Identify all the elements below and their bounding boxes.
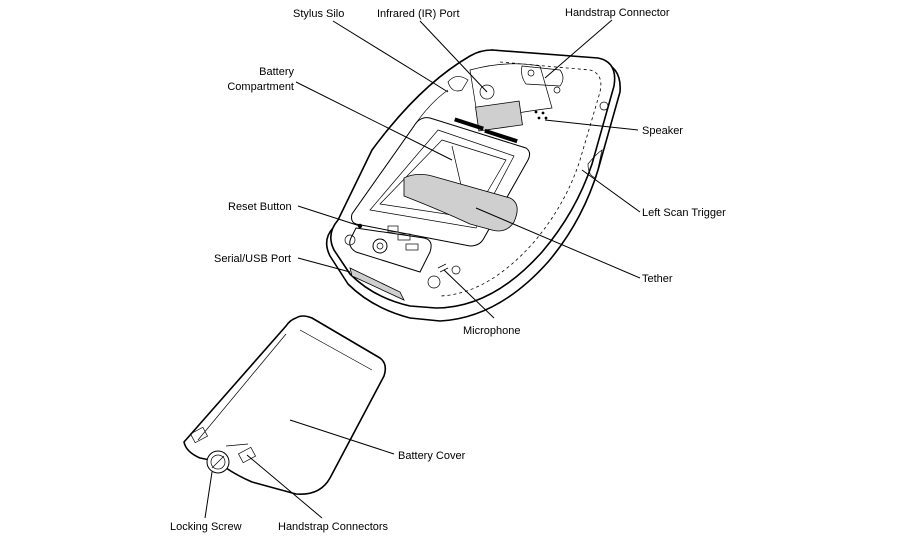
callout-labels: Stylus Silo Infrared (IR) Port Handstrap… bbox=[170, 7, 726, 533]
leader-lines bbox=[204, 19, 641, 519]
label-microphone: Microphone bbox=[463, 325, 520, 337]
ir-port bbox=[479, 84, 495, 100]
left-scan-trigger bbox=[587, 149, 603, 179]
handstrap-connector-top bbox=[521, 65, 564, 87]
handstrap-connector-left bbox=[189, 426, 209, 444]
label-speaker: Speaker bbox=[642, 125, 683, 137]
label-battery-line2: Compartment bbox=[227, 81, 294, 93]
label-locking-screw: Locking Screw bbox=[170, 521, 242, 533]
stylus-silo bbox=[447, 76, 469, 92]
label-handstrap-connector: Handstrap Connector bbox=[565, 7, 670, 19]
speaker-holes bbox=[534, 110, 548, 120]
label-reset-button: Reset Button bbox=[228, 201, 292, 213]
label-stylus-silo: Stylus Silo bbox=[293, 8, 344, 20]
label-left-scan-trigger: Left Scan Trigger bbox=[642, 207, 726, 219]
label-battery-cover: Battery Cover bbox=[398, 450, 466, 462]
serial-usb-port bbox=[349, 267, 405, 301]
handstrap-connector-right bbox=[237, 446, 257, 464]
label-plate bbox=[475, 100, 523, 132]
battery-cover bbox=[183, 315, 387, 495]
label-handstrap-connectors: Handstrap Connectors bbox=[278, 521, 389, 533]
device-back bbox=[325, 49, 621, 322]
label-serial-usb-port: Serial/USB Port bbox=[214, 253, 291, 265]
connector-area bbox=[349, 227, 432, 273]
label-tether: Tether bbox=[642, 273, 673, 285]
label-battery-line1: Battery bbox=[259, 66, 294, 78]
label-infrared-port: Infrared (IR) Port bbox=[377, 8, 460, 20]
tether bbox=[403, 174, 518, 232]
